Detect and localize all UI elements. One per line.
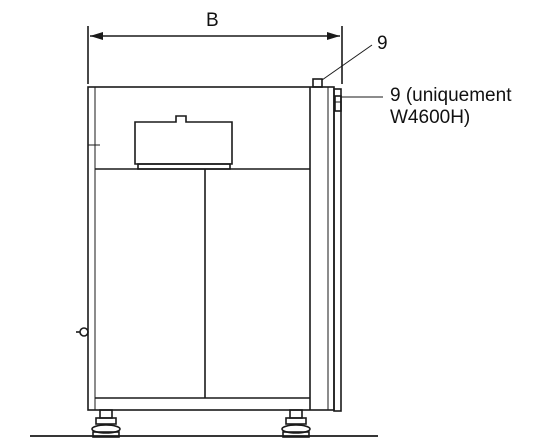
foot-left (91, 409, 121, 438)
callout-9-side-line-2: W4600H) (390, 107, 471, 128)
side-rail (333, 88, 342, 412)
side-knob (79, 327, 89, 337)
callout-9-side-label: 9 (uniquement W4600H) (390, 85, 511, 129)
leader-top (321, 44, 373, 81)
callout-9-top-label: 9 (377, 33, 388, 54)
side-fitting (334, 95, 342, 112)
callout-9-side-line-1: 9 (uniquement (390, 85, 512, 106)
dimension-arrow-right (327, 32, 340, 40)
foot-right (281, 409, 311, 438)
dimension-b-label: B (206, 10, 219, 31)
dimension-arrow-left (90, 32, 103, 40)
drawer-top (134, 115, 233, 165)
top-fitting (312, 78, 323, 88)
cabinet-body (87, 86, 335, 411)
